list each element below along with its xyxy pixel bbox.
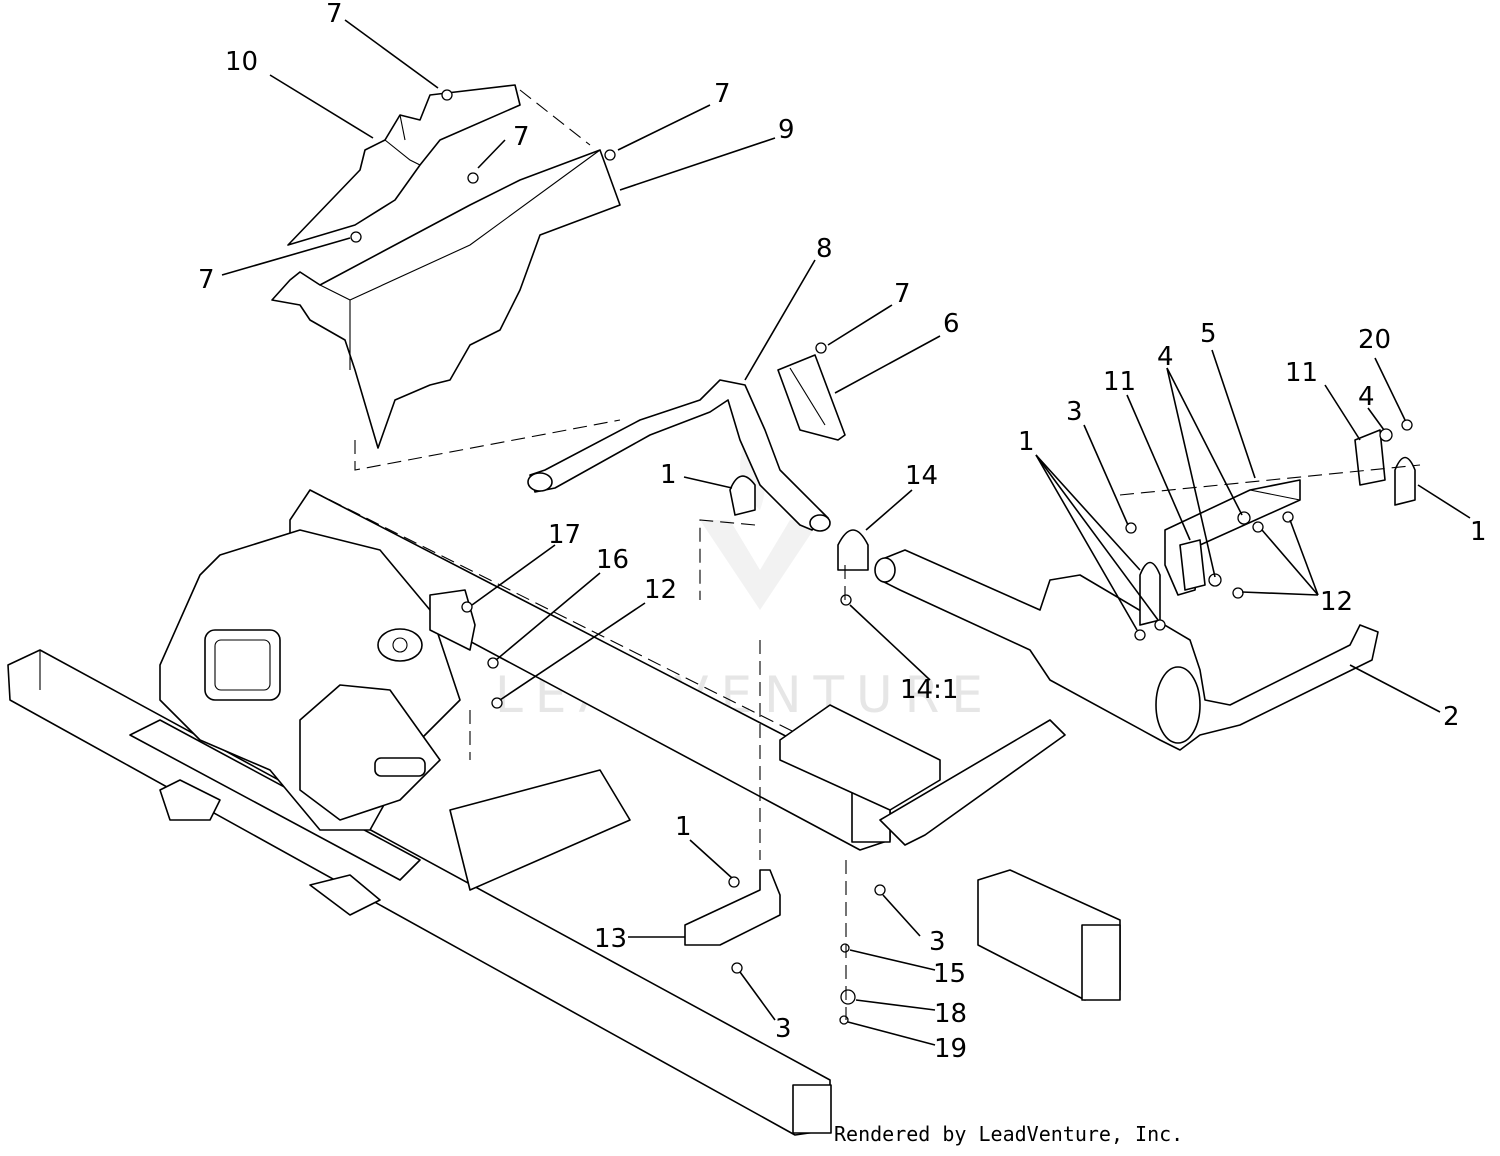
- callout-11-b: 11: [1103, 367, 1136, 397]
- callout-2: 2: [1443, 702, 1460, 732]
- callout-1-b: 1: [1018, 427, 1035, 457]
- callout-18: 18: [934, 999, 967, 1029]
- callout-16: 16: [596, 545, 629, 575]
- bracket-part: [287, 84, 521, 246]
- callout-12-b: 12: [644, 575, 677, 605]
- callout-7-d: 7: [198, 265, 215, 295]
- callout-labels: 7 10 7 7 9 7 8 7 6 5 4 20 11 4 3 11 1 14…: [198, 0, 1487, 1064]
- callout-14-1: 14:1: [900, 675, 958, 705]
- engine-part: [159, 529, 631, 916]
- callout-1-c: 1: [1470, 517, 1487, 547]
- callout-7-b: 7: [513, 122, 530, 152]
- callout-19: 19: [934, 1034, 967, 1064]
- exhaust-pipe-part: [527, 379, 831, 532]
- callout-1-a: 1: [660, 460, 677, 490]
- callout-3-c: 3: [929, 927, 946, 957]
- callout-9: 9: [778, 115, 795, 145]
- callout-10: 10: [225, 47, 258, 77]
- callout-3-b: 3: [775, 1014, 792, 1044]
- mounting-bracket-part: [429, 429, 1386, 946]
- callout-1-d: 1: [675, 812, 692, 842]
- muffler-part: [874, 549, 1379, 751]
- callout-14: 14: [905, 461, 938, 491]
- hardware-part: [350, 89, 1421, 1025]
- callout-7-c: 7: [714, 79, 731, 109]
- callout-13: 13: [594, 924, 627, 954]
- callout-7-e: 7: [894, 279, 911, 309]
- callout-3-a: 3: [1066, 397, 1083, 427]
- callout-4-a: 4: [1157, 342, 1174, 372]
- callout-20: 20: [1358, 325, 1391, 355]
- pipe-guard-part: [777, 354, 846, 441]
- callout-6: 6: [943, 309, 960, 339]
- callout-7-top: 7: [326, 0, 343, 29]
- clamp-part: [729, 456, 1416, 626]
- leader-lines: [221, 19, 1471, 1046]
- chassis-frame-part: [7, 489, 1121, 1136]
- callout-15: 15: [933, 959, 966, 989]
- callout-8: 8: [816, 234, 833, 264]
- callout-17: 17: [548, 520, 581, 550]
- callout-4-b: 4: [1358, 382, 1375, 412]
- callout-11-a: 11: [1285, 358, 1318, 388]
- callout-12-a: 12: [1320, 587, 1353, 617]
- render-credit: Rendered by LeadVenture, Inc.: [834, 1122, 1184, 1146]
- callout-5: 5: [1200, 319, 1217, 349]
- heat-shield-part: [271, 89, 621, 471]
